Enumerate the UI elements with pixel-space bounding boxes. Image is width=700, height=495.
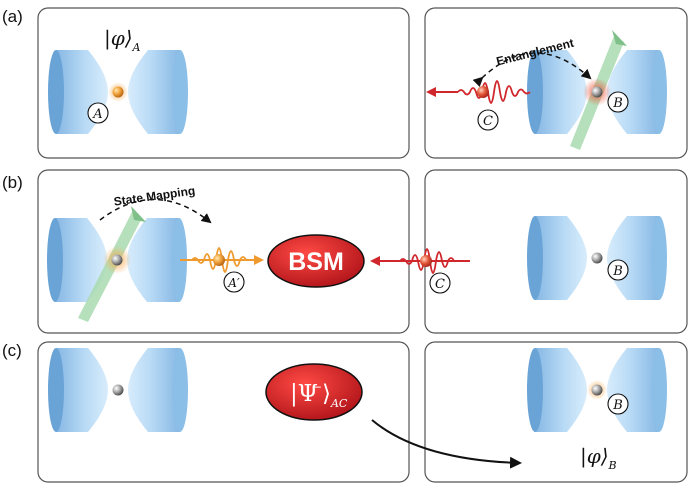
bsm-node [267, 234, 365, 288]
photon-c-ball-b [420, 255, 432, 267]
panel-a-left-box [37, 7, 410, 159]
state-b-ket: |φ⟩B [580, 444, 617, 472]
panel-b-left-box [37, 169, 410, 334]
bsm-label: BSM [288, 248, 344, 276]
photon-c-label-a: C [483, 114, 493, 129]
state-a-ket: |φ⟩A [104, 26, 141, 54]
laser-arrow-b [131, 206, 146, 222]
photon-c-wave-b [399, 248, 455, 274]
photon-c-label-circle-a [477, 109, 499, 131]
panel-c-left-box [37, 341, 410, 483]
psi-node [265, 363, 363, 421]
panel-c-right-box [424, 341, 688, 483]
teleport-arrow [371, 419, 522, 469]
atom-b-ball-c [591, 384, 603, 396]
atom-b-label-a: B [612, 96, 623, 111]
photon-a-prime-ball [213, 254, 225, 266]
photon-c-ball-a [477, 86, 489, 98]
panel-a-right-box [424, 7, 688, 159]
atom-b-label-circle-c [607, 393, 629, 415]
atom-a-label-circle [87, 102, 109, 124]
psi-label: |Ψ−⟩AC [290, 380, 348, 410]
panel-label-c: (c) [2, 341, 22, 360]
atom-b-label-b: B [612, 264, 623, 279]
panel-label-b: (b) [2, 173, 23, 192]
state-mapping-label: State Mapping [113, 183, 196, 208]
photon-a-prime-label: A′ [227, 276, 240, 290]
photon-c-wave-a [457, 80, 531, 104]
atom-a-ball-c [112, 384, 124, 396]
photon-c-label-b: C [435, 277, 445, 292]
laser-arrow-a [612, 30, 627, 46]
photon-a-prime-label-circle [223, 271, 245, 293]
atom-b-label-c: B [612, 398, 623, 413]
photon-a-prime-wave [191, 247, 247, 273]
atom-a-ball-b [111, 254, 123, 266]
photon-c-label-circle-b [429, 272, 451, 294]
panel-label-a: (a) [2, 7, 23, 26]
atom-a-ball [112, 86, 124, 98]
atom-b-ball-a [591, 86, 603, 98]
atom-b-label-circle-b [607, 259, 629, 281]
atom-b-label-circle-a [607, 91, 629, 113]
atom-b-ball-b [591, 252, 603, 264]
atom-a-label: A [92, 107, 102, 122]
